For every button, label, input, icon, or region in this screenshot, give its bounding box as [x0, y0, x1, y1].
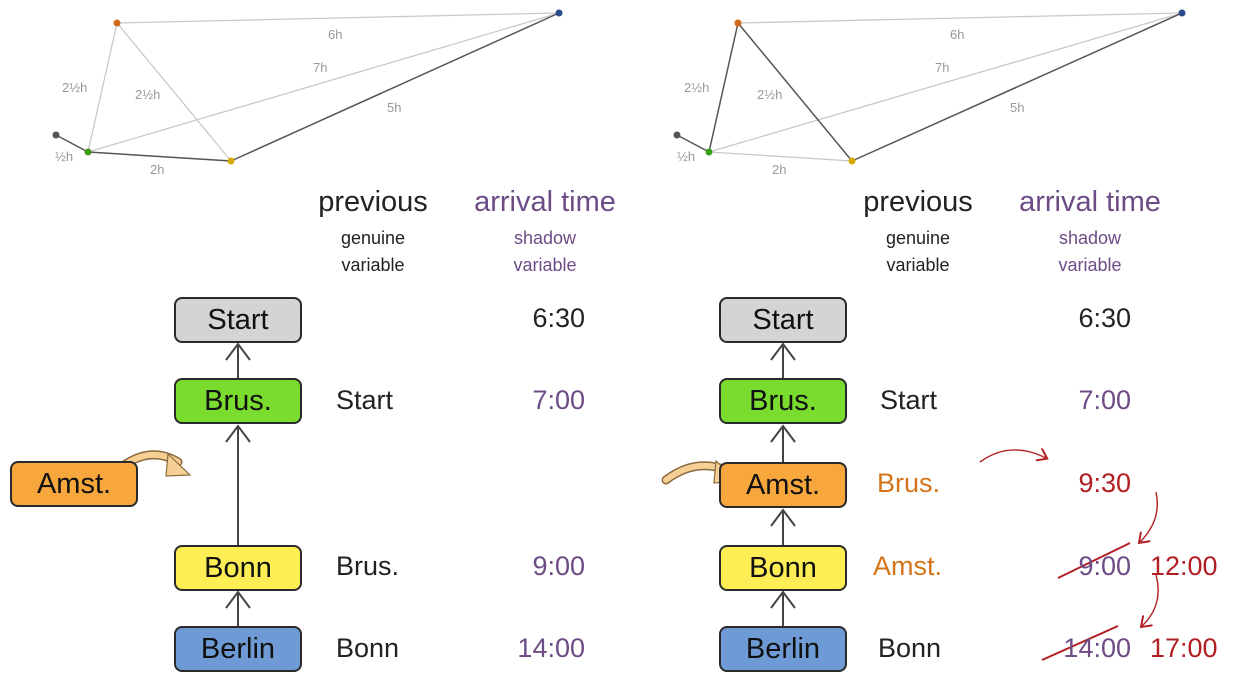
shadow-update-arrows: [979, 450, 1159, 626]
arrival-berlin: 14:00: [517, 633, 585, 663]
genuine-variable-sub2: variable: [341, 255, 405, 275]
map-city-dot: [84, 148, 92, 156]
map-city-dot: [848, 157, 856, 165]
map-edge-label: ½h: [677, 149, 696, 164]
map-city-dot: [734, 19, 742, 27]
map-city-dot: [1178, 9, 1186, 17]
map-edge: [708, 151, 853, 162]
shadow-variable-sub1: shadow: [513, 228, 577, 248]
map-edge: [116, 22, 232, 162]
node-brussels: Brus.: [719, 378, 847, 424]
previous-brussels: Start: [336, 385, 394, 415]
map-edge: [87, 151, 232, 162]
arrival-bonn-new: 12:00: [1150, 551, 1218, 581]
arrival-bonn: 9:00: [532, 551, 585, 581]
arrival-start: 6:30: [1078, 303, 1131, 333]
map-edge-label: 6h: [328, 27, 343, 42]
map-edge-label: 5h: [1010, 100, 1025, 115]
node-bonn: Bonn: [174, 545, 302, 591]
map-edge: [116, 12, 560, 24]
map-edge: [737, 22, 853, 162]
node-brussels: Brus.: [174, 378, 302, 424]
genuine-variable-title: previous: [863, 186, 973, 218]
previous-bonn: Amst.: [873, 551, 943, 581]
right-chain-links: [770, 342, 796, 626]
map-edge-label: 7h: [313, 60, 328, 75]
strikeouts: [1041, 542, 1131, 661]
shadow-variable-sub2: variable: [1058, 255, 1122, 275]
node-amsterdam: Amst.: [10, 461, 138, 507]
arrival-bonn-old: 9:00: [1078, 551, 1131, 581]
node-berlin: Berlin: [174, 626, 302, 672]
map-city-dot: [52, 131, 60, 139]
panel-after: 6h 7h 5h 2½h 2½h ½h 2h previous genuine …: [623, 0, 1246, 673]
map-edge-label: 7h: [935, 60, 950, 75]
map-edge: [851, 12, 1183, 162]
map-edge-label: 2h: [772, 162, 787, 177]
node-start: Start: [174, 297, 302, 343]
map-city-dot: [227, 157, 235, 165]
map-edge: [87, 22, 118, 153]
map-edge-label: 2½h: [757, 87, 783, 102]
genuine-variable-sub1: genuine: [340, 228, 406, 248]
map-edge-label: 5h: [387, 100, 402, 115]
map-edge-label: 2h: [150, 162, 165, 177]
map-city-dot: [705, 148, 713, 156]
node-berlin: Berlin: [719, 626, 847, 672]
right-route-map: [673, 9, 1186, 165]
left-chain-links: [225, 342, 251, 626]
node-bonn: Bonn: [719, 545, 847, 591]
map-city-dot: [113, 19, 121, 27]
arrival-berlin-old: 14:00: [1063, 633, 1131, 663]
map-city-dot: [555, 9, 563, 17]
map-edge: [55, 134, 89, 153]
shadow-variable-sub2: variable: [513, 255, 577, 275]
shadow-variable-sub1: shadow: [1058, 228, 1122, 248]
map-edge: [676, 134, 710, 153]
previous-berlin: Bonn: [878, 633, 942, 663]
previous-brussels: Start: [880, 385, 938, 415]
arrival-berlin-new: 17:00: [1150, 633, 1218, 663]
map-edge-label: 2½h: [135, 87, 161, 102]
map-edge-label: 2½h: [62, 80, 88, 95]
previous-bonn: Brus.: [336, 551, 400, 581]
arrival-brussels: 7:00: [532, 385, 585, 415]
map-edge: [708, 12, 1183, 153]
genuine-variable-sub1: genuine: [885, 228, 951, 248]
map-edge-label: 2½h: [684, 80, 710, 95]
previous-berlin: Bonn: [336, 633, 400, 663]
panel-before: 6h 7h 5h 2½h 2½h ½h 2h previous genuine …: [10, 27, 616, 672]
shadow-variable-title: arrival time: [1019, 186, 1161, 218]
node-start: Start: [719, 297, 847, 343]
genuine-variable-title: previous: [318, 186, 428, 218]
map-edge-label: 6h: [950, 27, 965, 42]
shadow-variable-title: arrival time: [474, 186, 616, 218]
previous-amsterdam: Brus.: [877, 468, 941, 498]
arrival-brussels: 7:00: [1078, 385, 1131, 415]
map-edge-label: ½h: [55, 149, 74, 164]
arrival-amsterdam: 9:30: [1078, 468, 1131, 498]
genuine-variable-sub2: variable: [886, 255, 950, 275]
map-edge: [230, 12, 560, 162]
map-edge: [708, 22, 739, 153]
left-route-map: [52, 9, 563, 165]
map-edge: [87, 12, 560, 153]
map-city-dot: [673, 131, 681, 139]
node-amsterdam: Amst.: [719, 462, 847, 508]
map-edge: [737, 12, 1183, 24]
arrival-start: 6:30: [532, 303, 585, 333]
